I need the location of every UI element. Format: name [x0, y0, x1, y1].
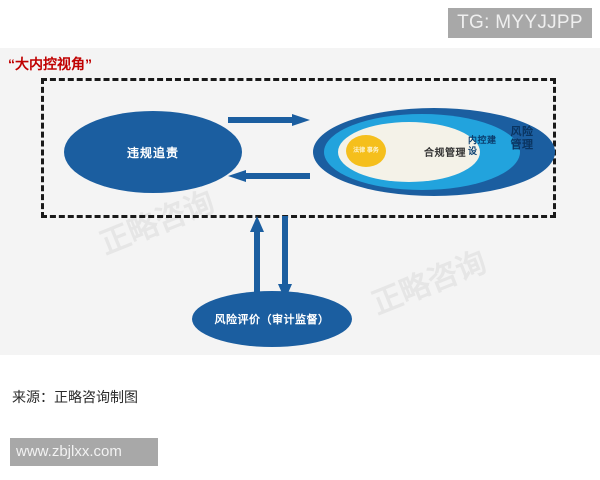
- arrow-risk-to-violation-icon: [228, 170, 310, 182]
- diagram-panel: 正略咨询 正略咨询 “大内控视角” 违规追责 法律 事务 合规管理 内控建 设 …: [0, 48, 600, 355]
- arrow-assessment-to-box-icon: [250, 216, 264, 300]
- node-risk-management-outer: 法律 事务 合规管理 内控建 设 风险 管理: [313, 108, 555, 196]
- node-legal-affairs-core: 法律 事务: [346, 135, 386, 167]
- node-violation-accountability: 违规追责: [64, 111, 242, 193]
- arrow-box-to-assessment-icon: [278, 216, 292, 300]
- node-compliance-inner: 法律 事务 合规管理: [338, 122, 480, 182]
- website-url-badge: www.zbjlxx.com: [10, 438, 158, 466]
- source-caption: 来源：正略咨询制图: [12, 389, 138, 405]
- node-risk-management-label: 风险 管理: [510, 126, 534, 151]
- page-title: “大内控视角”: [8, 56, 92, 72]
- telegram-handle-badge: TG: MYYJJPP: [448, 8, 592, 38]
- arrow-violation-to-risk-icon: [228, 114, 310, 126]
- node-risk-assessment-audit: 风险评价（审计监督）: [192, 291, 352, 347]
- node-compliance-label: 合规管理: [424, 148, 466, 159]
- node-internal-control-mid: 法律 事务 合规管理 内控建 设: [324, 114, 520, 190]
- node-legal-affairs-label: 法律 事务: [353, 147, 379, 154]
- watermark-right: 正略咨询: [367, 245, 492, 322]
- node-internal-control-label: 内控建 设: [468, 135, 497, 156]
